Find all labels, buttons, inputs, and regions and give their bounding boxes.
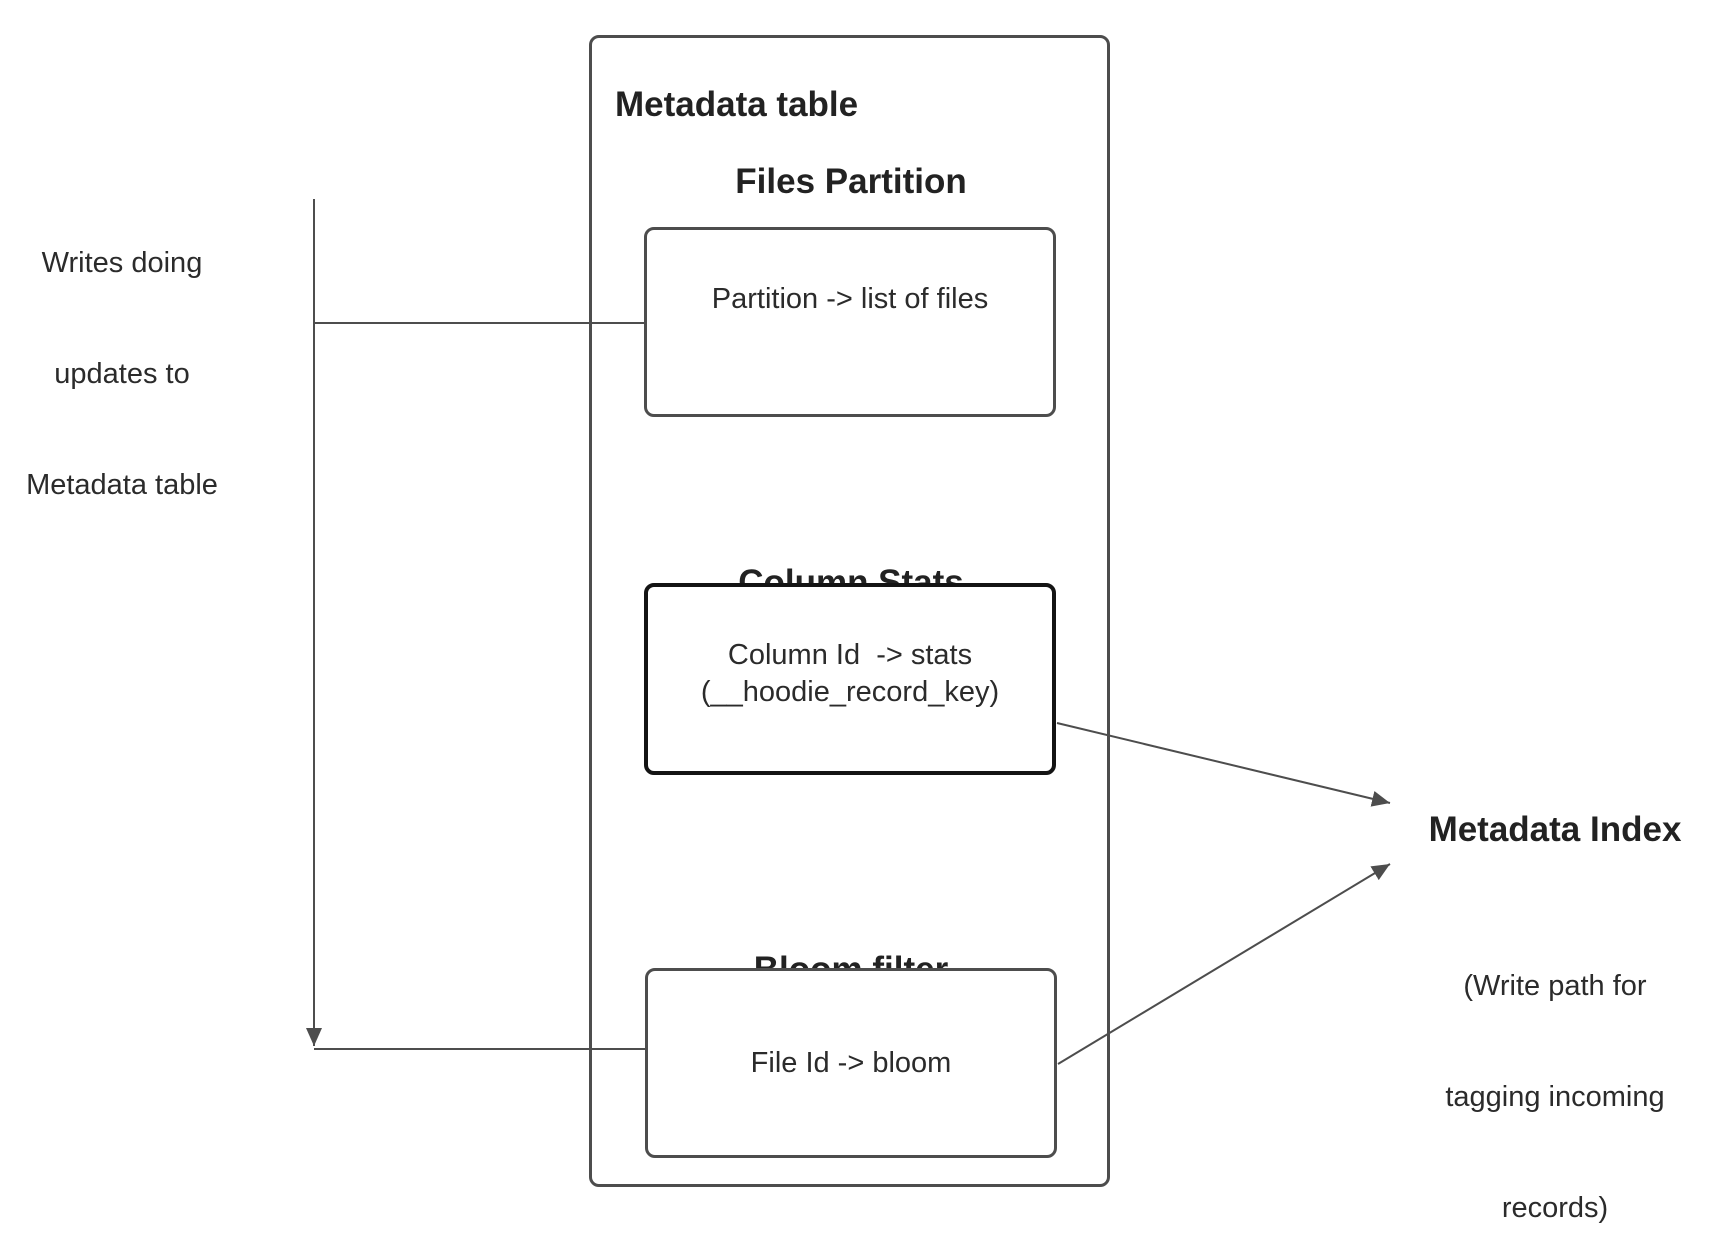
writes-note: Writes doing updates to Metadata table — [2, 171, 242, 578]
files-partition-box: Partition -> list of files — [644, 227, 1056, 417]
writes-note-line1: Writes doing — [41, 247, 203, 279]
column-stats-body-line2: (__hoodie_record_key) — [700, 676, 1000, 708]
metadata-index-subtitle-line3: records) — [1501, 1192, 1609, 1224]
bloom-filter-partition-box: File Id -> bloom — [645, 968, 1057, 1158]
writes-note-line3: Metadata table — [26, 469, 218, 501]
column-stats-body-line1: Column Id -> stats — [727, 639, 973, 671]
column-stats-partition-box: Column Id -> stats (__hoodie_record_key) — [644, 583, 1056, 775]
bloom-filter-body: File Id -> bloom — [750, 1046, 952, 1079]
metadata-index-subtitle-line1: (Write path for — [1463, 970, 1647, 1002]
metadata-table-title: Metadata table — [615, 85, 859, 124]
writes-note-line2: updates to — [54, 358, 190, 390]
metadata-index-title: Metadata Index — [1428, 810, 1682, 849]
files-partition-body: Partition -> list of files — [711, 282, 989, 315]
metadata-index-subtitle-line2: tagging incoming — [1445, 1081, 1665, 1113]
metadata-index-subtitle: (Write path for tagging incoming records… — [1390, 894, 1718, 1244]
files-partition-heading: Files Partition — [735, 162, 967, 201]
